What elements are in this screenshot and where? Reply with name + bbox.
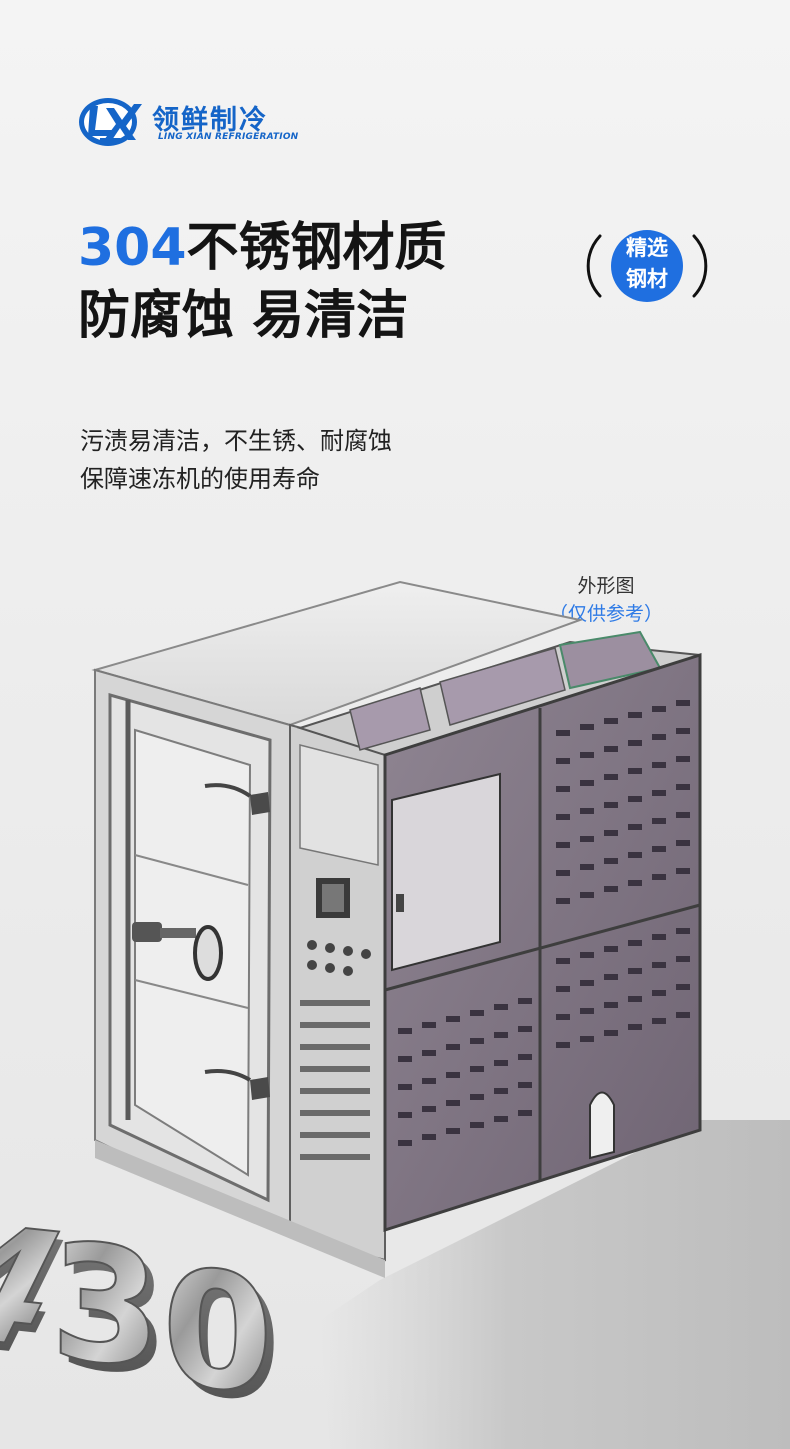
feature-badge: 精选 钢材 xyxy=(582,226,712,306)
control-panel-icon xyxy=(307,878,371,976)
badge-circle-icon xyxy=(586,230,708,302)
description-line-1: 污渍易清洁，不生锈、耐腐蚀 xyxy=(80,427,392,455)
badge-line-2: 钢材 xyxy=(626,267,668,291)
title-line-1: 304不锈钢材质 xyxy=(78,214,447,282)
product-number-304: 3 3 0 0 4 4 xyxy=(0,1191,281,1439)
badge-line-1: 精选 xyxy=(626,236,668,260)
freezer-cabinet-illustration: 3 3 0 0 4 4 xyxy=(0,580,790,1449)
title-accent-number: 304 xyxy=(78,218,187,278)
description: 污渍易清洁，不生锈、耐腐蚀 保障速冻机的使用寿命 xyxy=(80,422,392,498)
door-handle-icon xyxy=(132,922,223,981)
svg-text:3: 3 xyxy=(58,1216,169,1414)
badge-text: 精选 钢材 xyxy=(582,233,712,295)
svg-text:3: 3 xyxy=(50,1207,161,1405)
brand-name: 领鲜制冷 xyxy=(152,105,268,136)
brand-emblem-icon xyxy=(79,98,142,146)
page-title: 304不锈钢材质 防腐蚀 易清洁 xyxy=(78,214,447,350)
brand-name-english: LING XIAN REFRIGERATION xyxy=(158,132,299,142)
svg-text:0: 0 xyxy=(162,1232,273,1430)
note-title: 外形图 xyxy=(577,575,635,597)
description-line-2: 保障速冻机的使用寿命 xyxy=(80,465,320,493)
svg-text:0: 0 xyxy=(170,1241,281,1439)
title-line-1-text: 不锈钢材质 xyxy=(186,218,447,278)
brand-logo: 领鲜制冷 LING XIAN REFRIGERATION xyxy=(78,94,308,150)
title-line-2: 防腐蚀 易清洁 xyxy=(78,286,409,346)
